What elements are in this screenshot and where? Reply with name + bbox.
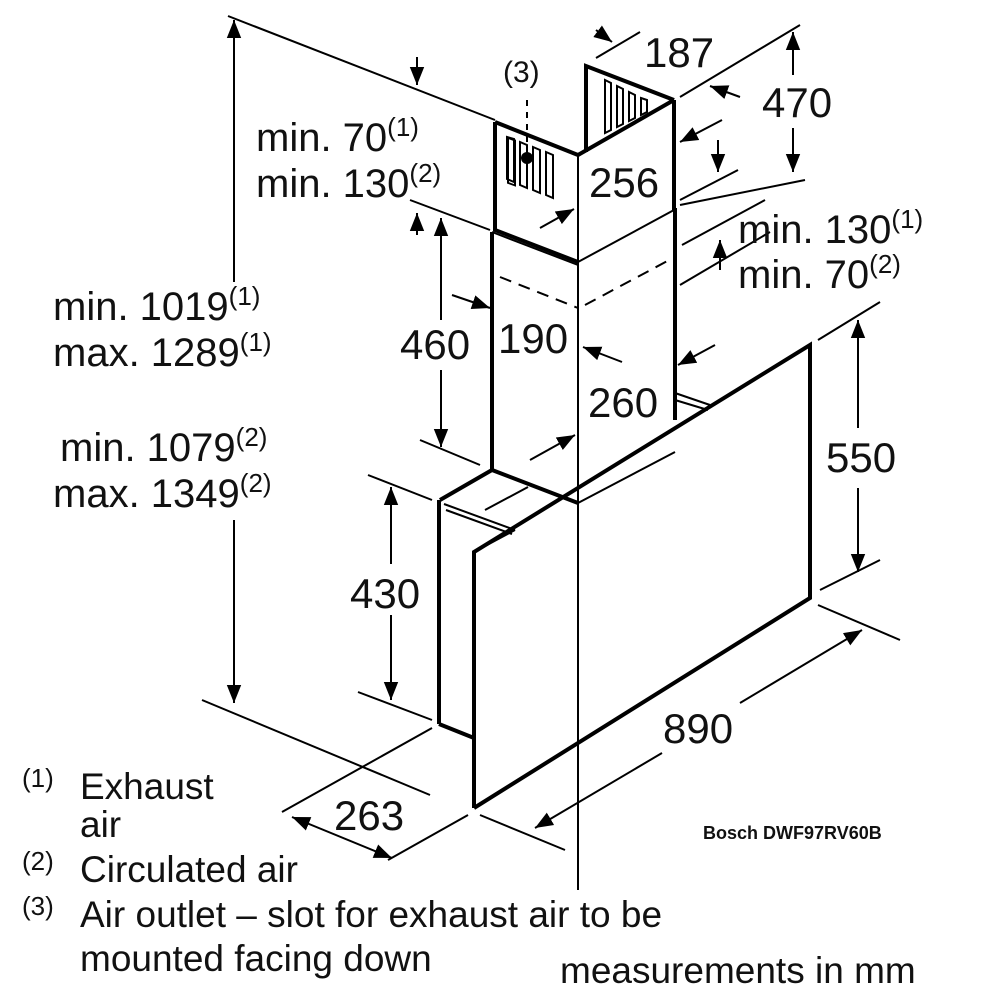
overall-height-exhaust-max: max. 1289(1): [53, 327, 272, 375]
dim-panel-height: 550: [826, 434, 897, 481]
depth-190-arrow: [451, 294, 491, 309]
dim-width: 890: [663, 705, 734, 752]
dim-body-height: 430: [350, 570, 421, 617]
right-clearance-dimension: [679, 199, 771, 286]
body-housing: [437, 392, 711, 740]
dim-chimney-upper-width: 256: [589, 159, 660, 206]
vent-slots-left: [506, 135, 554, 200]
width-256-arrow-left: [539, 208, 575, 229]
lower-chimney: [490, 208, 677, 470]
units-note: measurements in mm: [560, 950, 916, 991]
outlet-marker-dot: [521, 152, 533, 164]
top-depth-dimension: [593, 24, 801, 99]
panel-height-dimension: [817, 301, 881, 591]
top-clearance-dimension: [409, 57, 491, 235]
width-260-arrow-left: [529, 434, 576, 461]
width-256-arrow-right: [679, 119, 723, 143]
top-height-dimension: [679, 32, 806, 206]
dim-chimney-lower-width: 260: [588, 379, 659, 426]
vent-slots-rear: [604, 78, 648, 135]
width-260-arrow-right: [582, 346, 623, 363]
dim-top-depth: 187: [644, 29, 715, 76]
overall-height-circulated-max: max. 1349(2): [53, 468, 272, 516]
overall-height-exhaust-min: min. 1019(1): [53, 281, 261, 329]
clearance-right-1: min. 130(1): [738, 204, 924, 252]
body-height-dimension: [357, 474, 433, 721]
dim-depth: 263: [334, 792, 405, 839]
upper-chimney: [493, 63, 676, 890]
clearance-right-2: min. 70(2): [738, 249, 901, 297]
width-dimension: [479, 604, 901, 851]
glass-panel: [472, 341, 812, 810]
dim-top-height: 470: [762, 79, 833, 126]
outlet-marker-label: (3): [503, 56, 540, 89]
clearance-top-left-2: min. 130(2): [256, 158, 442, 206]
lower-chimney-height-dimension: [419, 218, 481, 466]
overall-height-dimension: [201, 15, 496, 796]
dim-chimney-lower-depth: 190: [498, 315, 569, 362]
dim-chimney-lower-height: 460: [400, 321, 471, 368]
width-260-arrow-far: [677, 344, 716, 366]
depth-dimension: [281, 727, 469, 861]
model-title: Bosch DWF97RV60B: [703, 823, 882, 843]
overall-height-circulated-min: min. 1079(2): [60, 422, 268, 470]
clearance-top-left-1: min. 70(1): [256, 112, 419, 160]
